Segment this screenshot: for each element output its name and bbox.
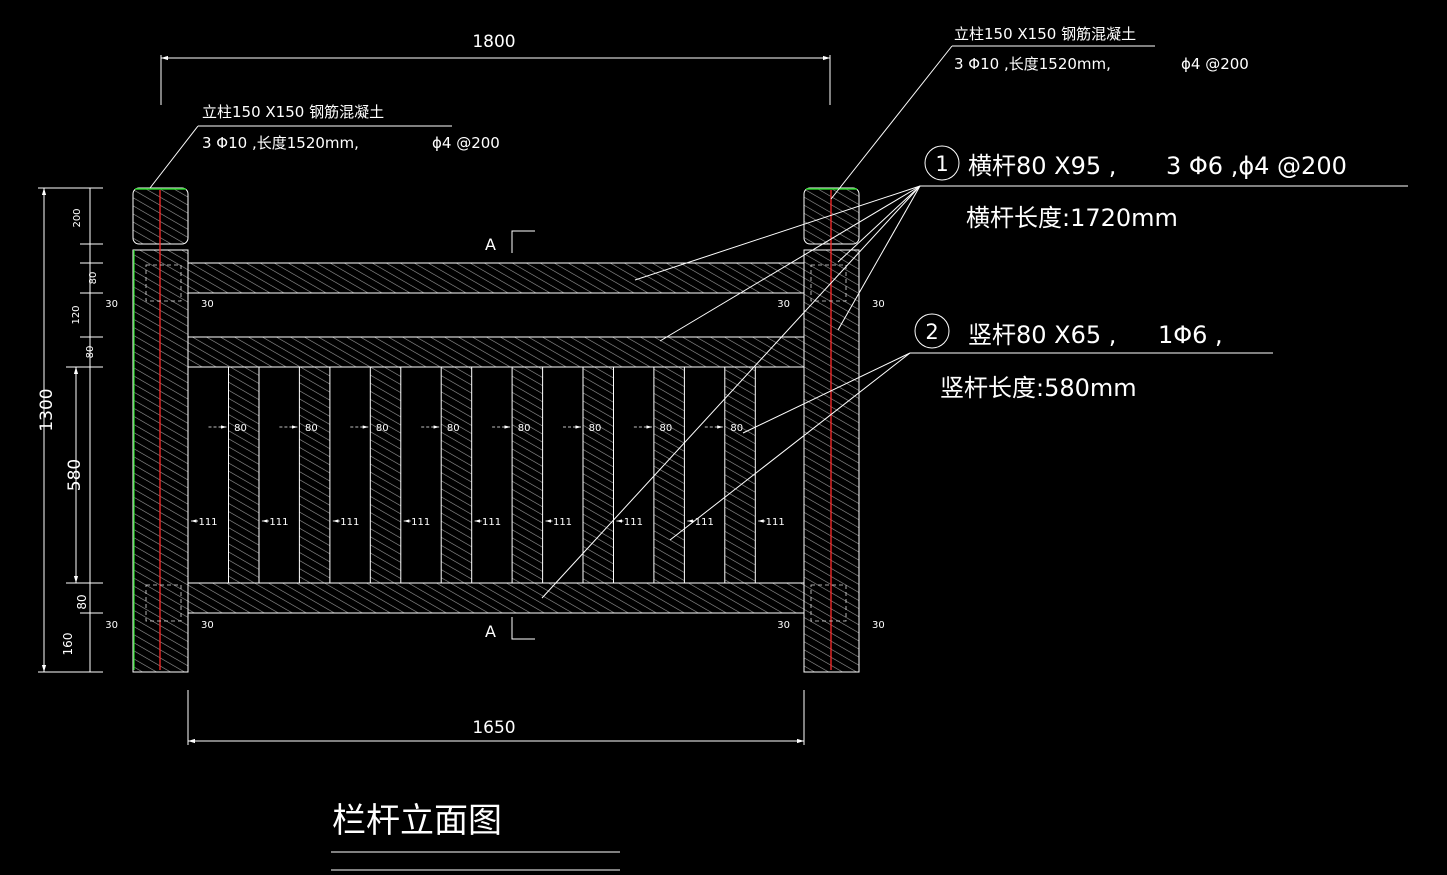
section-marks: A A (485, 230, 535, 641)
picket-callout-line2: 竖杆长度:580mm (940, 374, 1137, 402)
picket-width-dim: 80 (305, 423, 318, 434)
bottom-rail (187, 582, 805, 614)
picket-number: 2 (925, 320, 938, 344)
picket-spacing-dim: 111 (766, 517, 785, 528)
picket (298, 366, 331, 584)
picket-spacing-dim: 111 (695, 517, 714, 528)
rail-callout-line2: 横杆长度:1720mm (966, 204, 1178, 232)
picket-group (228, 366, 756, 584)
picket-width-dim: 80 (518, 423, 531, 434)
right-top-embed-outline (810, 264, 847, 302)
picket-spacing-dim: 111 (411, 517, 430, 528)
embed-dim-right-bottom-a: 30 (777, 620, 790, 631)
clear-width-label: 1650 (472, 718, 515, 738)
embed-dim-right-bottom-b: 30 (872, 620, 885, 631)
left-post-callout-line2a: 3 Φ10 ,长度1520mm, (202, 134, 359, 152)
right-bottom-embed-outline (810, 584, 847, 622)
drawing-title: 栏杆立面图 (332, 801, 502, 841)
picket-spacing-dim: 111 (553, 517, 572, 528)
top-rail-dim: 80 (88, 272, 99, 285)
right-post-callout-line2b: ϕ4 @200 (1181, 55, 1249, 73)
picket-callout: 2 竖杆80 X65 , 1Φ6 , 竖杆长度:580mm (914, 313, 1223, 402)
picket-height-label: 580 (65, 459, 85, 491)
picket-callout-line1b: 1Φ6 , (1158, 321, 1223, 349)
picket (228, 366, 260, 584)
rail-callout-line1b: 3 Φ6 ,ϕ4 @200 (1166, 152, 1347, 180)
picket (369, 366, 402, 584)
rail-number-circle (924, 145, 960, 181)
embed-dim-left-top-b: 30 (201, 299, 214, 310)
overall-height-label: 1300 (37, 388, 57, 431)
picket (440, 366, 473, 584)
leader-lines (149, 45, 1408, 599)
picket-width-dim: 80 (730, 423, 743, 434)
drawing-title-block: 栏杆立面图 (331, 801, 620, 871)
dimensions: 1800 1650 1300 580 200 80 120 80 80 160 … (37, 32, 885, 745)
picket-width-dim: 80 (376, 423, 389, 434)
middle-rail (187, 336, 805, 368)
left-post-callout-line2b: ϕ4 @200 (432, 134, 500, 152)
picket-spacing-dim: 111 (340, 517, 359, 528)
picket-width-dim: 80 (234, 423, 247, 434)
rail-gap-dim: 120 (71, 305, 82, 324)
picket-spacing-dim: 111 (269, 517, 288, 528)
picket-width-dim: 80 (589, 423, 602, 434)
middle-rail-dim: 80 (85, 346, 96, 359)
left-post-callout-line1: 立柱150 X150 钢筋混凝土 (202, 103, 384, 121)
rail-number: 1 (935, 152, 948, 176)
embed-dim-right-top-a: 30 (777, 299, 790, 310)
embed-dim-left-bottom-a: 30 (105, 620, 118, 631)
rail-callout-line1a: 横杆80 X95 , (968, 152, 1116, 180)
base-dim: 160 (61, 633, 75, 656)
picket (653, 366, 685, 584)
picket-width-dim: 80 (660, 423, 673, 434)
picket (511, 366, 544, 584)
section-mark-top: A (485, 235, 496, 254)
picket-number-circle (914, 313, 950, 349)
railing-structure (132, 187, 860, 673)
top-rail (187, 262, 805, 294)
picket-width-dim: 80 (447, 423, 460, 434)
section-mark-bottom: A (485, 622, 496, 641)
left-post-callout: 立柱150 X150 钢筋混凝土 3 Φ10 ,长度1520mm, ϕ4 @20… (202, 103, 500, 152)
embed-dim-left-top-a: 30 (105, 299, 118, 310)
left-top-embed-outline (145, 264, 182, 302)
embed-dim-left-bottom-b: 30 (201, 620, 214, 631)
picket-spacing-dim: 111 (482, 517, 501, 528)
right-post-callout-line1: 立柱150 X150 钢筋混凝土 (954, 25, 1136, 43)
overall-width-label: 1800 (472, 32, 515, 52)
post-cap-dim: 200 (72, 208, 83, 227)
picket (582, 366, 614, 584)
picket (724, 366, 756, 584)
picket-spacing-dim: 111 (624, 517, 643, 528)
picket-dimension-group: 80 80 80 80 80 80 80 80 111 111 111 111 111 111 111 111… (191, 423, 785, 528)
picket-callout-line1a: 竖杆80 X65 , (968, 321, 1116, 349)
picket-spacing-dim: 111 (198, 517, 217, 528)
right-post-callout: 立柱150 X150 钢筋混凝土 3 Φ10 ,长度1520mm, ϕ4 @20… (954, 25, 1249, 73)
right-post-callout-line2a: 3 Φ10 ,长度1520mm, (954, 55, 1111, 73)
left-bottom-embed-outline (145, 584, 182, 622)
bottom-rail-dim: 80 (75, 594, 89, 609)
rail-callout: 1 横杆80 X95 , 3 Φ6 ,ϕ4 @200 横杆长度:1720mm (924, 145, 1347, 232)
embed-dim-right-top-b: 30 (872, 299, 885, 310)
